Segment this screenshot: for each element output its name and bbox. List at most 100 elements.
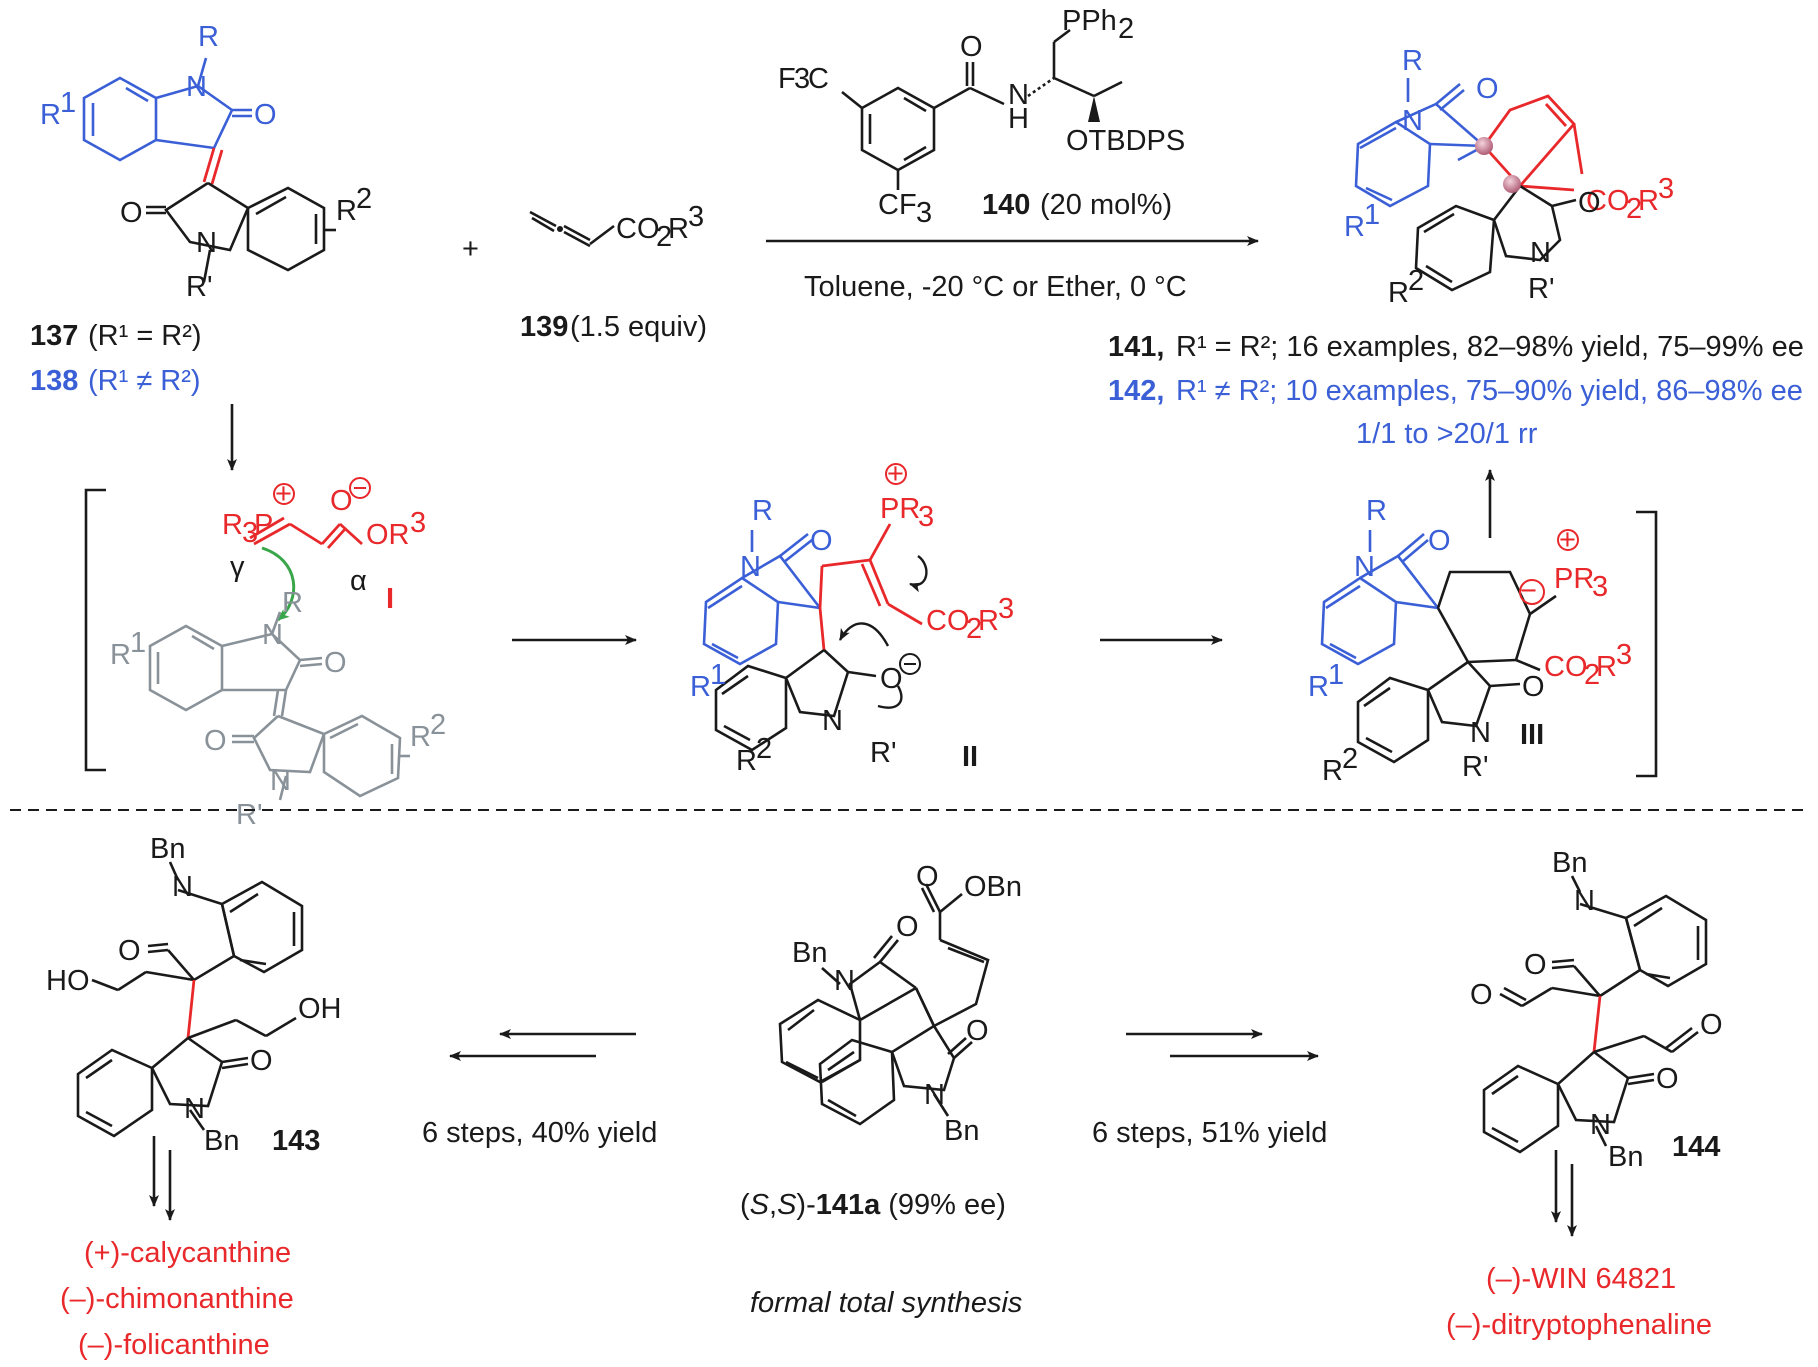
- label-138: 138: [30, 365, 78, 397]
- structure-143: Bn N O HO OH O N Bn: [46, 833, 342, 1157]
- svg-text:O: O: [966, 1015, 989, 1047]
- svg-text:N: N: [1574, 885, 1595, 917]
- svg-text:R: R: [1344, 211, 1365, 243]
- svg-text:O: O: [118, 935, 141, 967]
- svg-text:PR: PR: [880, 493, 920, 525]
- structure-139: CO 2 R 3: [529, 201, 704, 253]
- svg-text:Bn: Bn: [1608, 1141, 1643, 1173]
- svg-text:O: O: [324, 647, 347, 679]
- svg-text:O: O: [1700, 1009, 1723, 1041]
- svg-text:HO: HO: [46, 965, 90, 997]
- svg-text:R': R': [1528, 273, 1554, 305]
- svg-text:N: N: [1402, 105, 1423, 137]
- svg-text:3: 3: [998, 593, 1014, 625]
- svg-text:3: 3: [1592, 571, 1608, 603]
- svg-text:2: 2: [356, 183, 372, 215]
- svg-text:PR: PR: [1554, 563, 1594, 595]
- svg-text:O: O: [916, 861, 939, 893]
- svg-text:3: 3: [410, 507, 426, 539]
- svg-text:Bn: Bn: [204, 1125, 239, 1157]
- svg-text:3: 3: [916, 197, 932, 229]
- svg-text:R: R: [40, 99, 61, 131]
- svg-text:2: 2: [756, 733, 772, 765]
- svg-text:H: H: [1008, 103, 1029, 135]
- svg-text:2: 2: [966, 613, 982, 645]
- svg-text:N: N: [196, 227, 217, 259]
- svg-text:N: N: [270, 765, 291, 797]
- structure-137: R N O R 1 O N R' R 2: [40, 21, 372, 303]
- svg-text:1: 1: [710, 659, 726, 691]
- structure-140: F 3 C O N H PPh 2 OTBDPS CF 3: [778, 5, 1185, 229]
- svg-text:R': R': [236, 799, 262, 831]
- svg-text:N: N: [1354, 551, 1375, 583]
- svg-text:N: N: [834, 965, 855, 997]
- svg-text:3: 3: [794, 63, 810, 95]
- svg-text:R: R: [978, 605, 999, 637]
- svg-text:OTBDPS: OTBDPS: [1066, 125, 1185, 157]
- rr-142: 1/1 to >20/1 rr: [1356, 418, 1538, 450]
- svg-text:2: 2: [1584, 659, 1600, 691]
- svg-text:O: O: [960, 31, 983, 63]
- svg-text:O: O: [120, 197, 143, 229]
- svg-text:CO: CO: [1544, 651, 1588, 683]
- svg-text:OR: OR: [366, 519, 410, 551]
- svg-text:R: R: [282, 587, 303, 619]
- svg-text:+: +: [275, 478, 292, 510]
- svg-text:PPh: PPh: [1062, 5, 1117, 37]
- right-conditions: 6 steps, 51% yield: [1092, 1117, 1327, 1149]
- svg-text:2: 2: [1118, 13, 1134, 45]
- product-chimonanthine: (–)-chimonanthine: [60, 1283, 294, 1315]
- svg-text:O: O: [250, 1045, 273, 1077]
- summary-141: R¹ = R²; 16 examples, 82–98% yield, 75–9…: [1176, 331, 1804, 363]
- label-intermediate-II: II: [962, 741, 978, 773]
- svg-text:O: O: [1476, 73, 1499, 105]
- label-141a-s2: S: [777, 1189, 797, 1221]
- svg-text:2: 2: [656, 221, 672, 253]
- svg-text:O: O: [1578, 187, 1601, 219]
- svg-text:R: R: [198, 21, 219, 53]
- svg-text:+: +: [887, 458, 904, 490]
- svg-text:2: 2: [430, 709, 446, 741]
- svg-text:P: P: [254, 509, 273, 541]
- svg-text:R: R: [410, 721, 431, 753]
- structure-141a: O OBn Bn N O O N Bn: [778, 861, 1022, 1147]
- label-141a-dash: )-: [796, 1189, 815, 1221]
- svg-text:N: N: [740, 551, 761, 583]
- mechanism-bracket-left: [84, 488, 106, 772]
- svg-text:R: R: [1388, 277, 1409, 309]
- svg-text:F: F: [778, 63, 796, 95]
- svg-text:N: N: [924, 1079, 945, 1111]
- svg-text:3: 3: [242, 517, 258, 549]
- svg-text:R': R': [186, 271, 212, 303]
- svg-text:O: O: [1524, 949, 1547, 981]
- intermediate-II: R N O R 1 PR 3 + CO 2 R 3 O N R' R 2: [690, 458, 1014, 777]
- svg-text:R': R': [870, 737, 896, 769]
- svg-text:R: R: [1596, 651, 1617, 683]
- svg-text:2: 2: [1626, 193, 1642, 225]
- label-137: 137: [30, 320, 78, 352]
- svg-text:N: N: [1008, 79, 1029, 111]
- label-141a-s1: S: [750, 1189, 770, 1221]
- svg-text:Bn: Bn: [150, 833, 185, 865]
- svg-text:CO: CO: [616, 213, 660, 245]
- svg-text:O: O: [896, 911, 919, 943]
- svg-text:C: C: [808, 63, 829, 95]
- svg-text:O: O: [1428, 525, 1451, 557]
- svg-text:O: O: [880, 663, 903, 695]
- svg-text:(S,S)-141a(99% ee): (S,S)-141a(99% ee): [740, 1189, 1006, 1221]
- svg-text:R: R: [336, 195, 357, 227]
- svg-text:O: O: [1470, 979, 1493, 1011]
- svg-text:O: O: [254, 99, 277, 131]
- label-141a-paren: (: [740, 1189, 750, 1221]
- reaction-conditions: Toluene, -20 °C or Ether, 0 °C: [804, 271, 1187, 303]
- svg-text:1: 1: [1364, 199, 1380, 231]
- svg-text:R: R: [1402, 45, 1423, 77]
- label-141a-ee: (99% ee): [888, 1189, 1006, 1221]
- svg-text:3: 3: [1616, 639, 1632, 671]
- label-143: 143: [272, 1125, 320, 1157]
- left-conditions: 6 steps, 40% yield: [422, 1117, 657, 1149]
- svg-text:R: R: [1366, 495, 1387, 527]
- svg-text:3: 3: [918, 501, 934, 533]
- label-141a-id: 141a: [816, 1189, 881, 1221]
